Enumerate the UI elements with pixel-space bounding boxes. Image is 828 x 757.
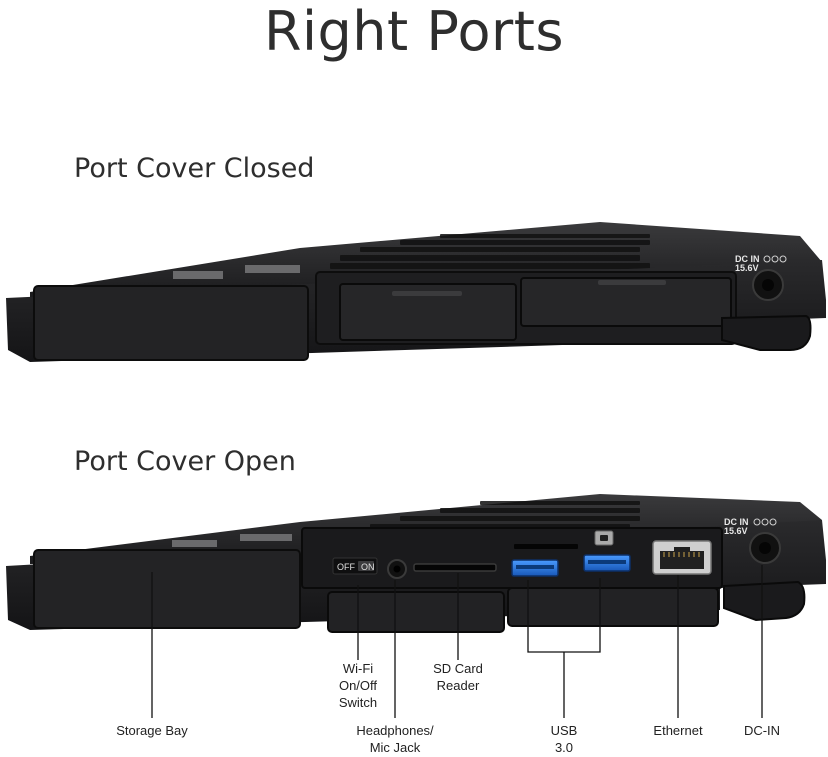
voltage-marking: 15.6V: [735, 263, 759, 273]
expansion-slot: [514, 544, 578, 549]
callout-text: USB: [550, 723, 578, 738]
palm-rest-pad: [245, 265, 300, 273]
callout-dc-in: DC-IN: [727, 722, 797, 739]
callout-storage-bay: Storage Bay: [102, 722, 202, 739]
port-cover-latch: [598, 280, 666, 285]
callout-text: SD Card: [433, 661, 483, 676]
open-port-cover: [507, 587, 719, 627]
callout-wifi-switch: Wi-Fi On/Off Switch: [318, 660, 398, 711]
callout-text: 3.0: [554, 740, 574, 755]
callout-text: Switch: [338, 695, 378, 710]
section-label-cover-open: Port Cover Open: [74, 446, 296, 477]
dc-in-marking: DC IN: [735, 254, 760, 264]
callout-sd-card: SD Card Reader: [418, 660, 498, 694]
palm-rest-pad: [172, 540, 217, 547]
polarity-icon: [763, 255, 787, 263]
callout-text: Ethernet: [653, 723, 703, 738]
polarity-icon: [753, 518, 777, 526]
dc-in-port: [762, 279, 774, 291]
switch-off-marking: OFF: [337, 562, 355, 572]
dc-in-marking: DC IN: [724, 517, 749, 527]
page-title: Right Ports: [263, 0, 565, 63]
callout-headphones: Headphones/ Mic Jack: [345, 722, 445, 756]
callout-text: DC-IN: [743, 723, 781, 738]
callout-text: Reader: [436, 678, 480, 693]
callout-leader-lines: [151, 565, 763, 718]
dc-in-port: [759, 542, 771, 554]
callout-ethernet: Ethernet: [638, 722, 718, 739]
keyboard-keys: [330, 234, 650, 269]
open-port-cover: [327, 591, 505, 633]
laptop-cover-open: OFF ON DC IN 15.6V: [6, 494, 826, 633]
port-cover-left: [339, 283, 517, 341]
switch-on-marking: ON: [361, 562, 375, 572]
storage-bay: [33, 285, 309, 361]
callout-text: On/Off: [338, 678, 378, 693]
ethernet-port: [660, 551, 704, 569]
callout-text: Headphones/: [356, 723, 434, 738]
section-label-cover-closed: Port Cover Closed: [74, 153, 315, 184]
laptop-cover-closed: DC IN 15.6V: [6, 222, 826, 362]
callout-text: Wi-Fi: [342, 661, 374, 676]
callout-usb: USB 3.0: [534, 722, 594, 756]
voltage-marking: 15.6V: [724, 526, 748, 536]
callout-text: Mic Jack: [369, 740, 421, 755]
wifi-switch-knob[interactable]: [358, 561, 374, 571]
hinge: [723, 580, 806, 622]
callout-text: Storage Bay: [116, 723, 188, 738]
headphone-jack: [393, 565, 401, 573]
storage-bay: [33, 549, 301, 629]
palm-rest-pad: [240, 534, 292, 541]
port-cover-right: [520, 277, 732, 327]
palm-rest-pad: [173, 271, 223, 279]
sd-card-slot[interactable]: [413, 563, 497, 572]
ethernet-pins: [663, 552, 700, 557]
port-cover-latch: [392, 291, 462, 296]
hinge: [721, 314, 812, 351]
